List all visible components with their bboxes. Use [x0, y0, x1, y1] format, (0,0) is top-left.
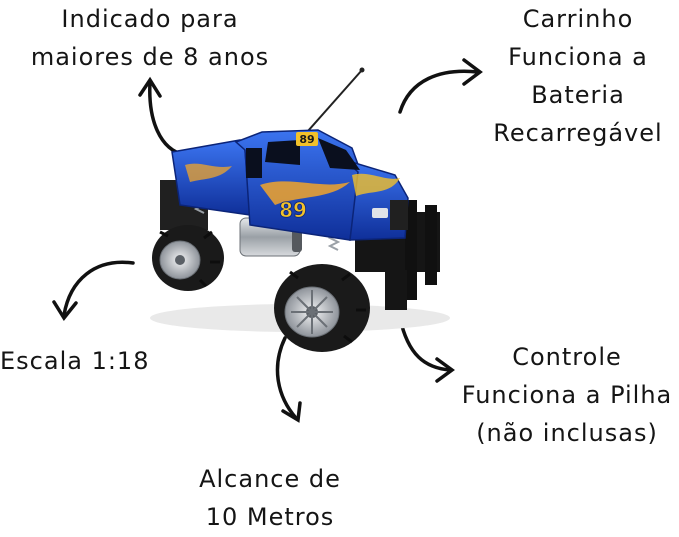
antenna	[299, 69, 363, 141]
label-line: (não inclusas)	[476, 419, 658, 447]
label-line: Escala 1:18	[0, 347, 150, 375]
truck-body: 89 89	[171, 129, 409, 241]
label-line: Carrinho	[522, 5, 634, 33]
label-remote-control: Controle Funciona a Pilha (não inclusas)	[455, 338, 679, 452]
arrow-battery	[398, 58, 483, 114]
label-line: Indicado para	[61, 5, 239, 33]
label-line: Recarregável	[493, 119, 663, 147]
door-number: 89	[279, 198, 307, 222]
label-scale: Escala 1:18	[0, 342, 160, 380]
rear-wheel	[152, 225, 224, 291]
roof-number-badge	[296, 132, 318, 146]
arrow-range	[275, 336, 302, 423]
arrow-age	[138, 76, 187, 157]
label-range: Alcance de 10 Metros	[190, 460, 350, 536]
label-line: maiores de 8 anos	[30, 43, 270, 71]
label-line: Bateria	[531, 81, 625, 109]
label-line: Controle	[512, 343, 622, 371]
label-line: Alcance de	[199, 465, 341, 493]
label-rechargeable-battery: Carrinho Funciona a Bateria Recarregável	[478, 0, 678, 152]
arrow-control	[398, 316, 455, 383]
label-age-recommendation: Indicado para maiores de 8 anos	[30, 0, 270, 76]
roof-number: 89	[299, 133, 314, 146]
arrow-scale	[52, 260, 135, 322]
front-wheel	[274, 264, 370, 352]
label-line: Funciona a Pilha	[461, 381, 673, 409]
label-line: Funciona a	[508, 43, 648, 71]
label-line: 10 Metros	[205, 503, 335, 531]
